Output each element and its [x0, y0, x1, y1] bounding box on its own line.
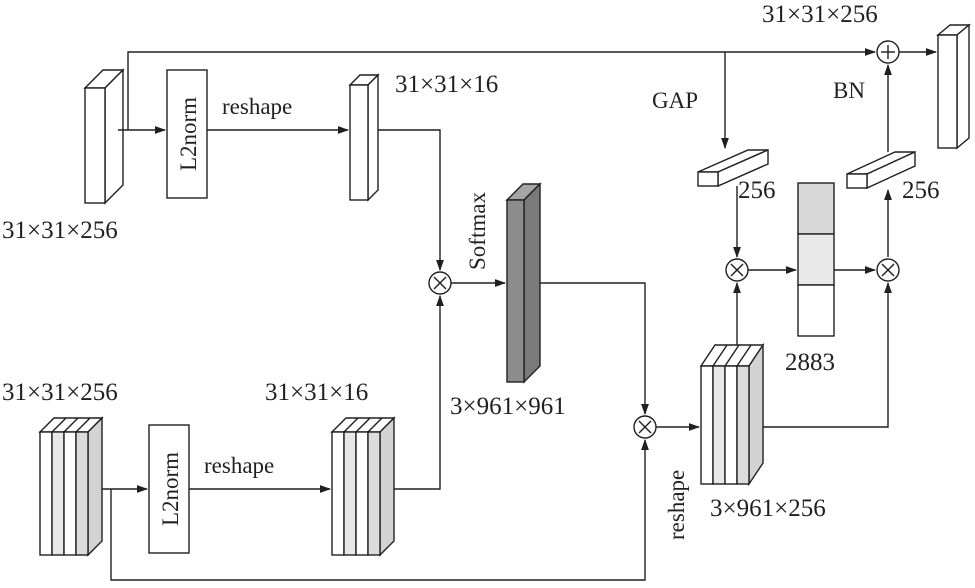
- multiply-operator-icon-4: [633, 415, 657, 439]
- multiply-operator-icon-1: [428, 271, 452, 295]
- bottom-l2norm-label: L2norm: [158, 452, 183, 526]
- bottom-input-feature-stack: [38, 416, 104, 557]
- output-feature-block: [936, 23, 971, 150]
- hidden-dim-label: 2883: [785, 349, 835, 376]
- top-reshaped-feature-block: [348, 73, 380, 202]
- multiply-operator-icon-3: [876, 258, 900, 282]
- softmax-label: Softmax: [465, 192, 490, 270]
- top-reshape-label: reshape: [222, 94, 292, 119]
- gap-vector-bar: [697, 148, 769, 188]
- multiply-operator-icon-2: [725, 258, 749, 282]
- bottom-reshape-label: reshape: [204, 453, 274, 478]
- top-l2norm-label: L2norm: [176, 97, 201, 171]
- gap-dim-label: 256: [738, 177, 776, 204]
- top-reshaped-size-label: 31×31×16: [395, 71, 498, 98]
- fused-feature-stack: [699, 342, 765, 487]
- connectors: [102, 48, 938, 581]
- fc-dim-label: 256: [902, 177, 940, 204]
- bn-label: BN: [833, 78, 865, 103]
- top-input-size-label: 31×31×256: [2, 217, 118, 244]
- fused-size-label: 3×961×256: [710, 495, 826, 522]
- softmax-attention-block: [505, 182, 542, 384]
- bottom-reshaped-size-label: 31×31×16: [265, 379, 368, 406]
- bottom-reshaped-feature-stack: [330, 416, 396, 557]
- attention-size-label: 3×961×961: [450, 393, 566, 420]
- bottom-l2norm-box: L2norm: [148, 424, 190, 554]
- hidden-vector-stack: [797, 182, 835, 337]
- bottom-input-size-label: 31×31×256: [2, 379, 118, 406]
- add-operator-icon: [876, 40, 900, 64]
- gap-label: GAP: [652, 88, 698, 113]
- top-l2norm-box: L2norm: [166, 69, 208, 199]
- fc-vector-bar: [846, 150, 916, 190]
- reshape-vertical-label: reshape: [664, 470, 689, 540]
- top-input-feature-block: [83, 68, 125, 205]
- output-size-label: 31×31×256: [762, 1, 878, 28]
